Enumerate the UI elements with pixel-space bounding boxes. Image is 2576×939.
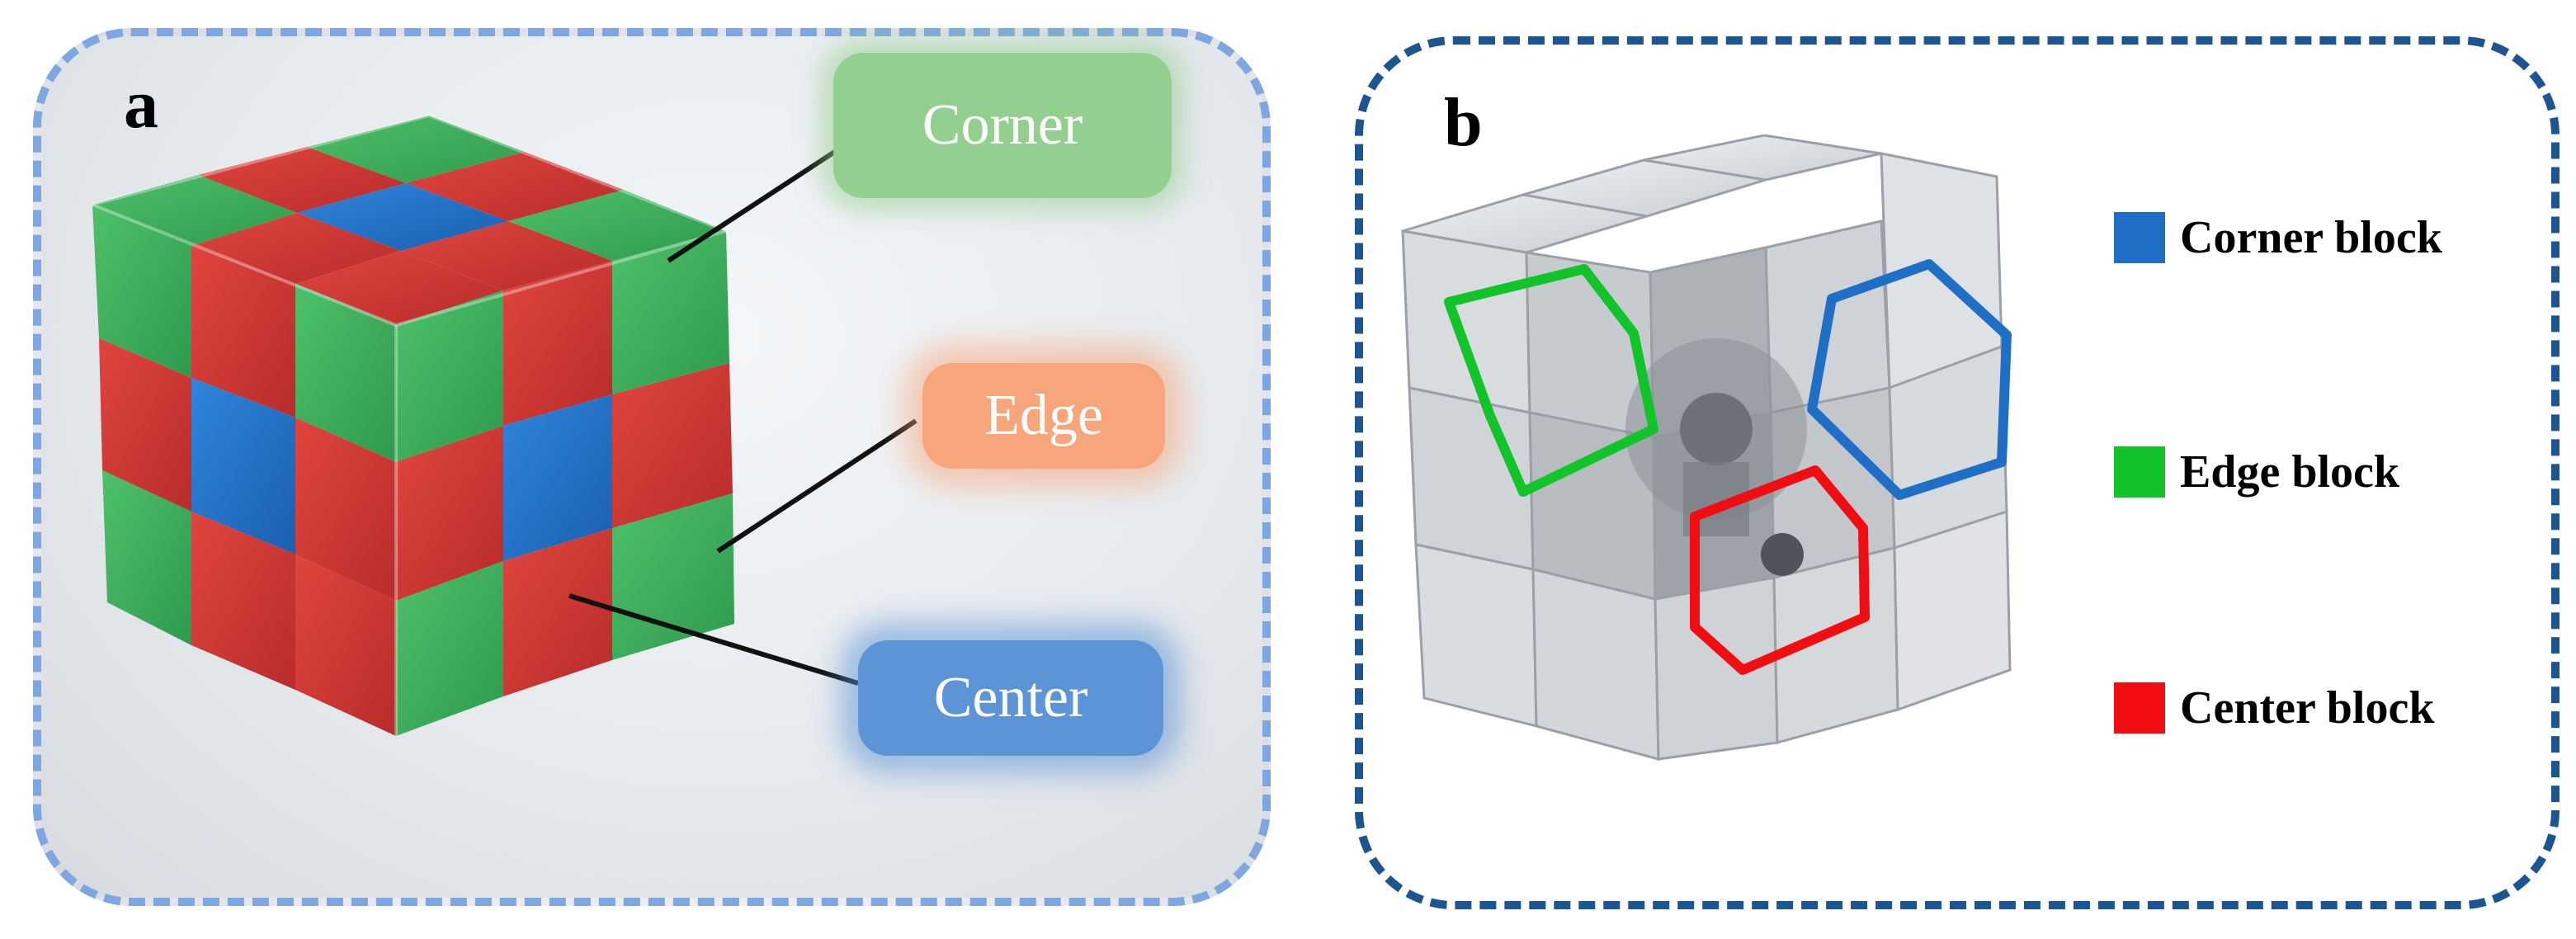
edge-block-outline — [1444, 264, 1658, 497]
legend-swatch-center — [2114, 682, 2165, 734]
legend-label-corner: Corner block — [2180, 212, 2442, 263]
panel-a-label: a — [124, 66, 158, 143]
corner-block-outline — [1807, 259, 2012, 500]
colored-cube — [92, 113, 734, 736]
legend-item-edge: Edge block — [2114, 446, 2399, 498]
leader-line-edge — [716, 418, 918, 554]
legend-label-edge: Edge block — [2180, 446, 2400, 498]
legend-item-corner: Corner block — [2114, 211, 2442, 264]
cube-left-face — [92, 205, 396, 736]
panel-b-label: b — [1444, 84, 1483, 161]
cube-edge-highlights — [92, 113, 727, 736]
leader-line-center — [569, 593, 859, 686]
cube-top-face — [92, 116, 726, 325]
leader-lines — [569, 136, 918, 686]
center-block-outline — [1690, 465, 1870, 675]
transparent-cube — [1401, 134, 2012, 761]
callout-corner: Corner — [833, 53, 1172, 198]
callout-edge: Edge — [922, 363, 1165, 469]
callout-center: Center — [858, 640, 1163, 756]
legend-swatch-edge — [2114, 446, 2165, 498]
legend-swatch-corner — [2114, 212, 2165, 263]
legend-item-center: Center block — [2114, 682, 2435, 734]
legend-label-center: Center block — [2180, 682, 2435, 734]
leader-line-corner — [667, 136, 856, 263]
